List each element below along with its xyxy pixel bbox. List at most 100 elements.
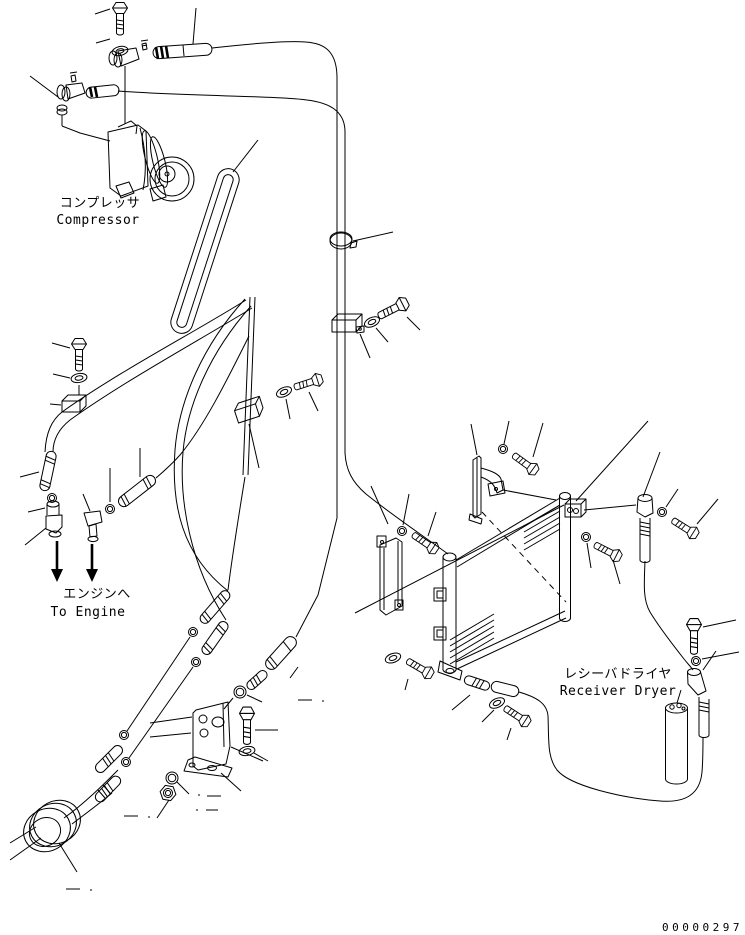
to-engine-arrows [51,541,98,582]
condenser-dashed-line [481,511,567,603]
leader-nut [156,799,170,819]
hose-sweep-to-grommet [63,769,119,825]
nut-bracket [158,784,178,802]
label-to-engine-ja: エンジンへ [63,587,131,602]
condenser-outlet-hose [490,680,520,698]
leader-washer-branch [285,398,291,420]
hose-left-2 [117,474,157,508]
bolt-cond-bl [403,654,437,682]
bolt-elbow-a [668,513,702,542]
leader-bolt-top [94,8,111,15]
leader-side-plate [370,485,389,525]
condenser-outlet-fitting [463,675,491,691]
oring-bl-1 [119,730,129,740]
condenser-foot [437,660,463,681]
fitting-stack-left [45,500,63,538]
hose-bottom-4 [201,621,229,655]
washer-l-bracket [498,444,508,454]
condenser-tab-2 [433,626,447,641]
washer-left [69,371,89,385]
leader-fitting-2 [29,75,59,98]
leader-bolt-mid [406,316,421,331]
leader-elbow-a [642,451,661,498]
condenser [433,492,587,681]
leader-bolt-side-plate [427,511,437,537]
hose-line-a [126,636,191,732]
pipe-clamp-band [329,231,358,250]
leader-bolt-cond-bl [404,678,409,691]
receiver-dryer [665,689,688,785]
leader-elbow-b [702,650,717,671]
block-to-elbow-line [583,504,637,511]
oring-bottom-3 [188,627,198,637]
leader-oring-5 [246,694,263,703]
leader-bolt-branch [308,391,319,412]
leader-clamp-band [352,231,394,242]
hose-bl-2 [94,775,122,803]
leader-clamp-block [359,333,371,359]
bolt-mid [374,294,412,324]
hose-left-1 [39,450,57,492]
leader-elbow-left [82,493,91,512]
bolt-bottom-right [685,617,703,655]
bolt-l-bracket [508,448,542,478]
compressor [107,120,195,202]
leader-grommet-2 [9,837,42,861]
hose-bottom-3 [199,590,231,624]
leader-clamp-left [49,403,62,406]
hose-fitting-top-2 [56,71,86,126]
washer-elbow-b [689,654,703,668]
leader-washer-bracket [253,752,269,762]
leader-belt [232,139,259,173]
bolt-branch [291,371,325,395]
leader-washer-mid [375,327,389,343]
oring-bottom-4 [191,657,201,667]
washer-cond-bl [383,650,403,666]
leader-fitting-stack-2 [24,527,47,546]
hose-bottom-5 [265,636,297,670]
leader-bracket-1 [149,716,193,724]
leader-washer-left [52,373,71,379]
bolt-b [591,538,625,565]
label-receiver-dryer-ja: レシーバドライヤ [564,667,672,682]
condenser-tab-1 [433,587,447,602]
pipe-clamp-block [331,313,365,334]
leader-washer-b [586,542,592,569]
elbow-fitting-b [687,668,710,738]
fitting2-to-compressor [61,125,111,142]
hose-curve-left-pair [44,298,253,621]
leader-washer-cond-bot [481,709,495,723]
leader-washer-elbow-a [665,488,679,508]
label-compressor-en: Compressor [56,213,139,228]
hose-top-2 [85,84,120,99]
condenser-side-plate [376,535,404,616]
elbow-left [83,510,103,543]
leader-bracket-foot [220,772,242,792]
bolt-left [71,338,87,372]
condenser-fins-lower [449,613,495,665]
bolt-cond-bot [500,701,534,730]
leader-bracket-2 [149,732,192,738]
leader-washer-elbow-b [701,651,740,660]
leader-bolt-left [51,342,71,349]
washer-elbow-a [657,507,667,517]
leader-fitting-stack-1 [27,507,46,513]
hose-fitting-top-1 [108,7,197,68]
leader-bolt-bottom-right [702,619,737,628]
mounting-bracket [183,701,233,778]
clamp-left [61,385,87,413]
leader-outlet-fitting [451,694,471,711]
leader-hose-left-1 [19,471,40,478]
oring-hose-5 [233,685,247,699]
v-belt [170,168,240,334]
refrigerant-pipe-branch [227,296,256,591]
l-bracket-to-condenser [502,489,557,501]
condenser-l-bracket [468,455,506,525]
leader-washer-l-bracket [503,420,510,445]
leader-bolt-b [612,559,621,585]
washer-side-plate [397,526,407,536]
leader-grommet-3 [58,842,78,873]
leader-bracket-3 [230,746,264,762]
oring-bl-2 [121,757,131,767]
